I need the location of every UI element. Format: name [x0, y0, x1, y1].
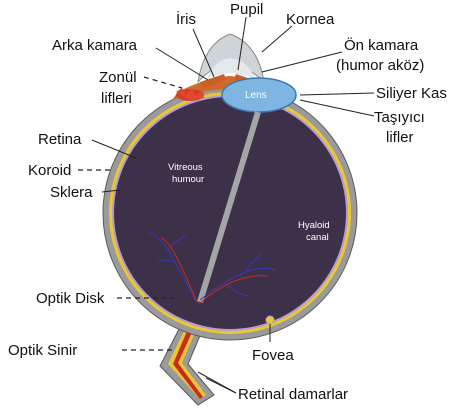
optic-disc-label: Optik Disk	[36, 290, 105, 307]
suspensory-label-line2: lifler	[386, 129, 414, 146]
cornea	[198, 34, 264, 82]
iris-label: İris	[176, 10, 196, 28]
pupil-label: Pupil	[230, 1, 263, 18]
vitreous-label-line1: Vitreous	[168, 162, 203, 173]
vitreous-label-line2: humour	[172, 174, 204, 185]
hyaloid-label-line2: canal	[306, 232, 329, 243]
hyaloid-label-line1: Hyaloid	[298, 220, 330, 231]
anterior-chamber-label-line1: Ön kamara	[344, 36, 419, 54]
cornea-label: Kornea	[286, 11, 335, 28]
optic-nerve-label: Optik Sinir	[8, 342, 77, 359]
zonule-label-line1: Zonül	[99, 69, 137, 86]
posterior-chamber-label: Arka kamara	[52, 37, 138, 54]
suspensory-label-line1: Taşıyıcı	[374, 109, 425, 126]
zonule-label-line2: lifleri	[101, 90, 132, 107]
lens-label: Lens	[245, 90, 267, 101]
ciliary-muscle-label: Siliyer Kas	[376, 85, 447, 102]
fovea-spot	[266, 316, 274, 324]
retinal-vessels-label: Retinal damarlar	[238, 386, 348, 403]
choroid-label: Koroid	[28, 162, 71, 179]
sclera-label: Sklera	[50, 184, 93, 201]
anterior-chamber-label-line2: (humor aköz)	[336, 57, 424, 74]
retina-label: Retina	[38, 131, 82, 148]
fovea-label: Fovea	[252, 347, 294, 364]
